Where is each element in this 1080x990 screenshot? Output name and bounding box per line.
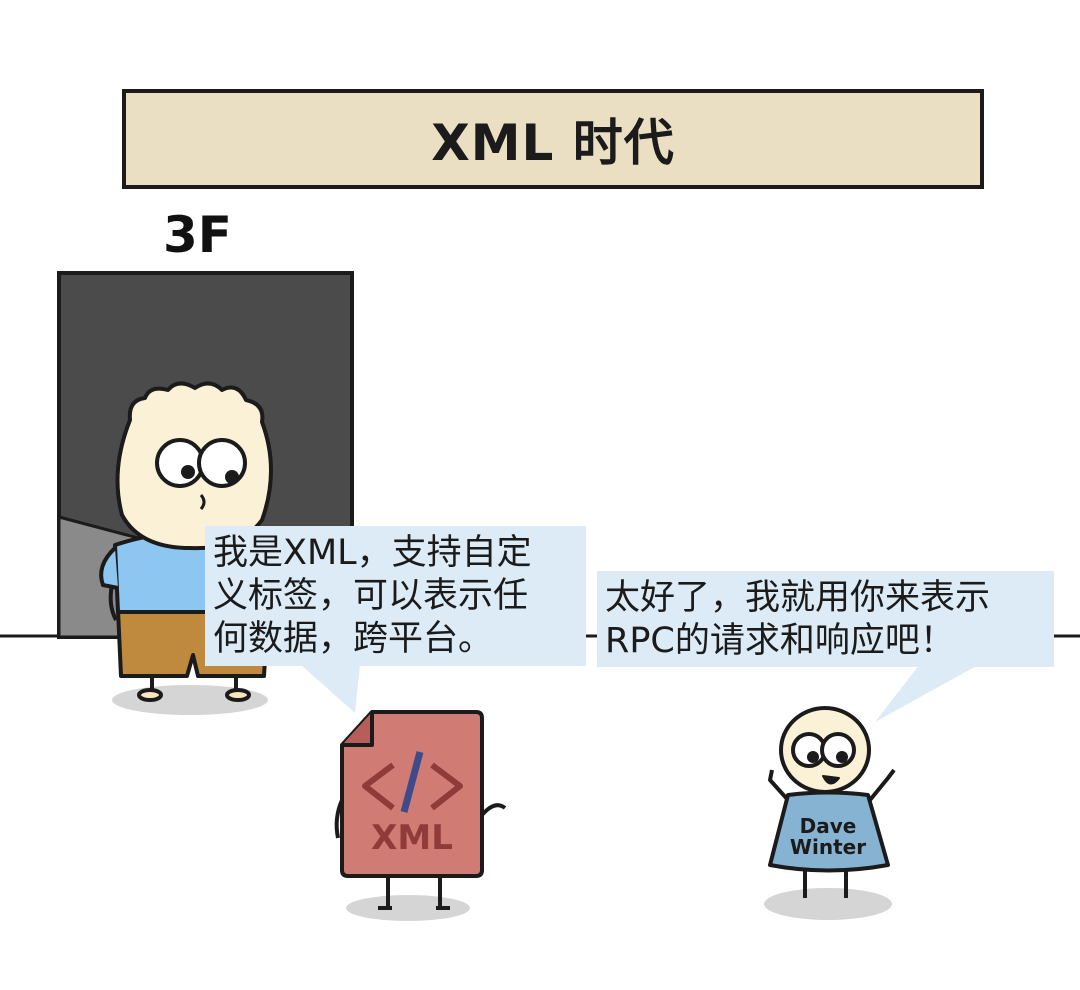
title-banner: XML 时代 [122,89,984,189]
speech-line: 太好了，我就用你来表示 [605,578,991,618]
speech-tail-right [875,664,980,722]
floor-label: 3F [163,206,232,264]
file-shadow [346,895,470,921]
speech-line: 何数据，跨平台。 [213,619,494,659]
speech-bubble-dave: 太好了，我就用你来表示 RPC的请求和响应吧！ [597,571,1054,667]
dave-shirt-line-1: Dave [799,814,857,838]
page-title: XML 时代 [431,114,675,172]
speech-line: RPC的请求和响应吧！ [605,621,955,661]
xml-file-character [334,710,507,910]
speech-bubble-xml: 我是XML，支持自定 义标签，可以表示任 何数据，跨平台。 [205,526,586,666]
dave-shirt-text: Dave Winter [780,816,876,858]
dave-character [768,706,896,898]
speech-tail-left [300,664,360,713]
xml-file-label: XML [371,818,453,858]
dave-shirt-line-2: Winter [789,835,867,859]
speech-line: 义标签，可以表示任 [213,576,529,616]
dave-shadow [764,888,892,920]
speech-line: 我是XML，支持自定 [213,533,532,573]
